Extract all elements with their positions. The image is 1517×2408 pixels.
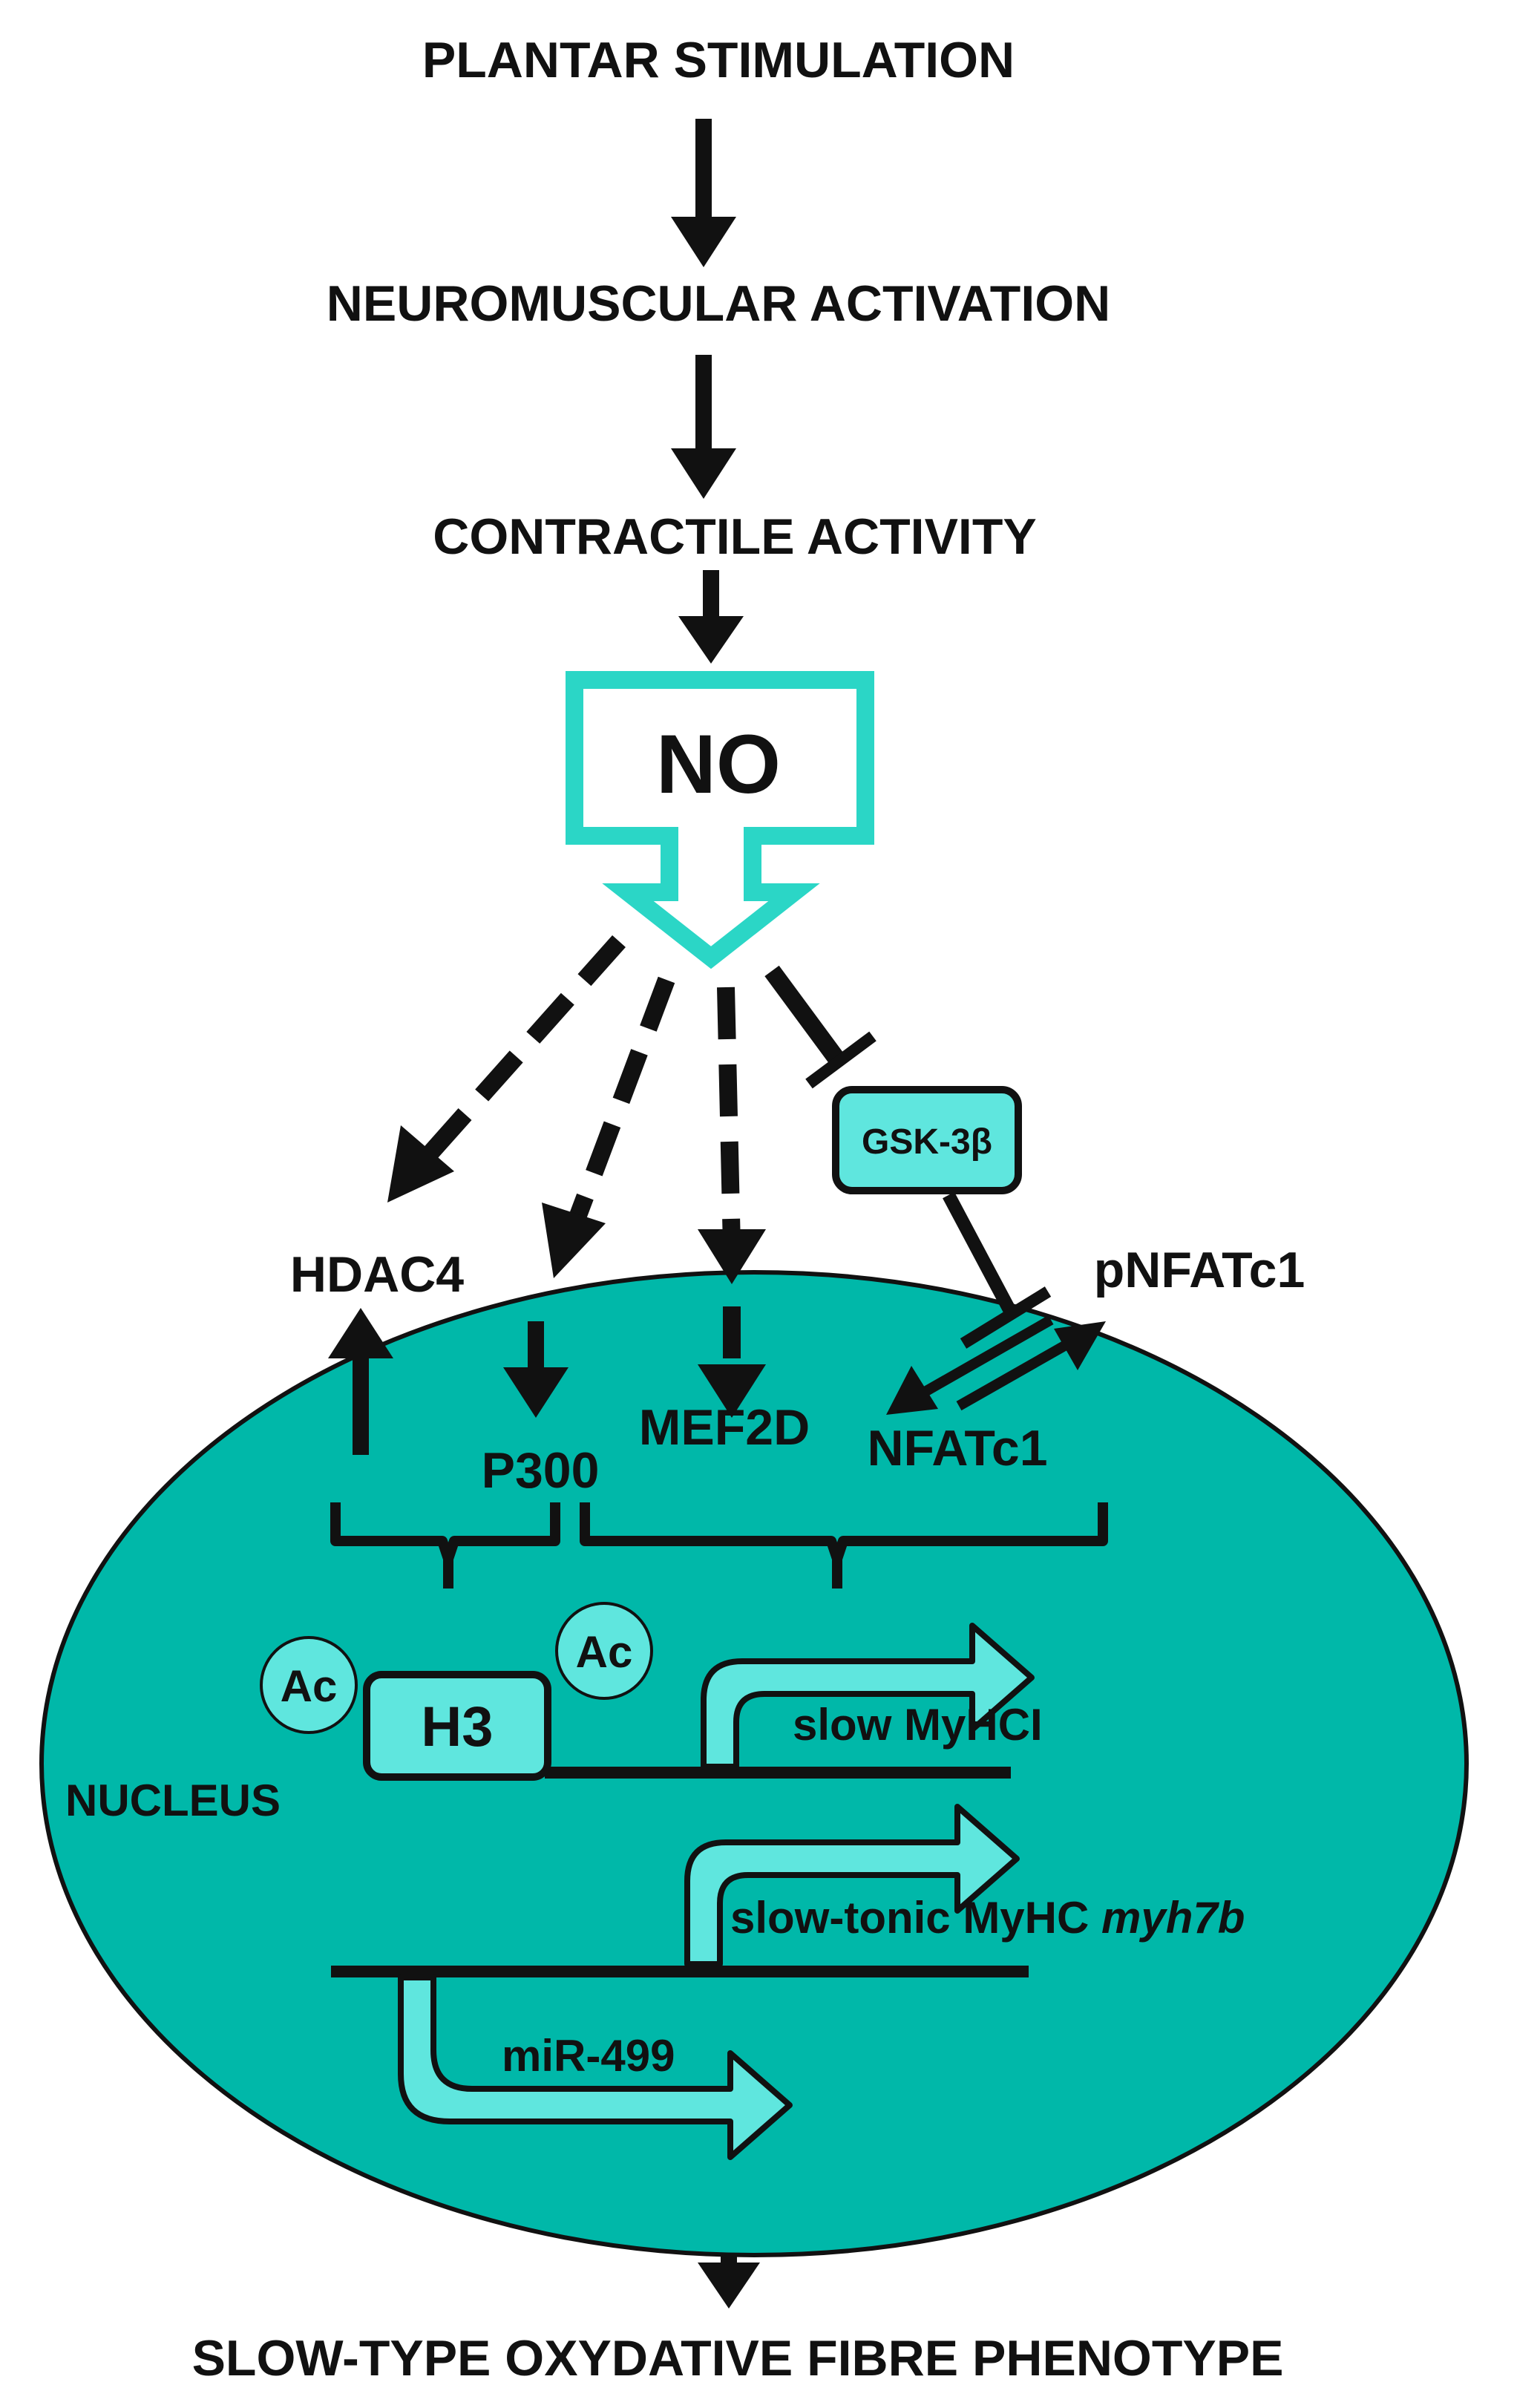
- nucleus-label: NUCLEUS: [65, 1776, 281, 1825]
- step-contractile-activity: CONTRACTILE ACTIVITY: [433, 508, 1036, 565]
- p300-label: P300: [482, 1442, 600, 1499]
- acetyl-left-label: Ac: [281, 1661, 338, 1711]
- pnfatc1-label: pNFATc1: [1094, 1242, 1305, 1298]
- mef2d-label: MEF2D: [639, 1399, 810, 1456]
- histone-h3: H3: [363, 1671, 551, 1781]
- gene-myh7b-label: slow-tonic MyHC myh7b: [730, 1893, 1245, 1943]
- dashed-arrow-into-nucleus: [698, 1306, 766, 1418]
- gsk3b-node: GSK-3β: [832, 1086, 1022, 1194]
- arrow-step1-to-step2: [671, 119, 736, 267]
- arrow-nfatc1-to-pnfatc1: [956, 1321, 1106, 1411]
- acetyl-group-left: Ac: [260, 1636, 358, 1734]
- acetyl-group-right: Ac: [555, 1602, 653, 1700]
- no-callout-arrow: [566, 671, 874, 969]
- arrow-to-phenotype: [698, 2254, 760, 2309]
- acetyl-right-label: Ac: [576, 1627, 633, 1677]
- outcome-phenotype: SLOW-TYPE OXYDATIVE FIBRE PHENOTYPE: [192, 2330, 1284, 2386]
- brace-hdac4-p300: [330, 1502, 560, 1589]
- transcription-arrow-myh7b: [684, 1804, 1020, 1967]
- arrow-pnfatc1-to-nfatc1: [886, 1315, 1054, 1415]
- gene-slow-myhci-label: slow MyHCI: [793, 1700, 1043, 1750]
- arrow-step2-to-step3: [671, 355, 736, 499]
- step-neuromuscular-activation: NEUROMUSCULAR ACTIVATION: [327, 275, 1110, 332]
- gsk3b-label: GSK-3β: [862, 1122, 992, 1162]
- mir499-label: miR-499: [502, 2031, 675, 2081]
- dashed-arrow-to-p300: [542, 976, 675, 1278]
- arrow-hdac4-export: [328, 1308, 393, 1455]
- nfatc1-label: NFATc1: [867, 1420, 1047, 1476]
- dashed-arrow-to-hdac4: [387, 935, 626, 1203]
- step-plantar-stimulation: PLANTAR STIMULATION: [422, 32, 1015, 88]
- arrow-p300-import: [503, 1321, 569, 1418]
- no-label: NO: [656, 718, 781, 811]
- gene-myh7b-italic: myh7b: [1101, 1893, 1245, 1943]
- arrow-step3-to-no: [678, 570, 744, 664]
- transcription-arrow-mir499: [398, 1975, 793, 2160]
- dashed-arrow-to-mef2d: [698, 987, 766, 1284]
- brace-mef2d-nfatc1: [580, 1502, 1108, 1589]
- gene-myh7b-prefix: slow-tonic MyHC: [730, 1893, 1101, 1943]
- inhibition-gsk3b-to-nfatc1: [943, 1191, 1052, 1349]
- hdac4-label: HDAC4: [290, 1246, 464, 1303]
- transcription-arrow-slow-myhci: [701, 1623, 1035, 1770]
- inhibition-no-to-gsk3b: [764, 965, 877, 1089]
- histone-h3-label: H3: [421, 1695, 493, 1758]
